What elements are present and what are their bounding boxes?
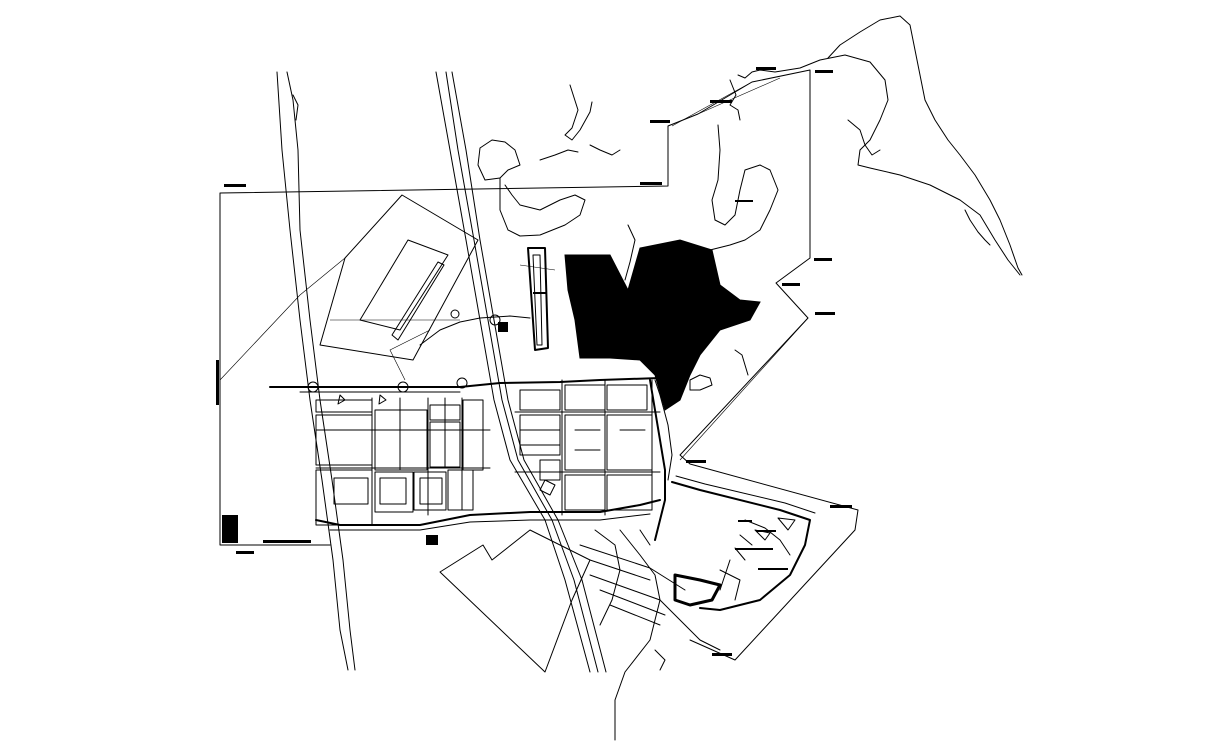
runway-outline [359, 239, 449, 341]
east-boundary [671, 77, 809, 461]
site-boundary [219, 69, 859, 661]
main-arterial [269, 377, 661, 388]
south-parcel [439, 529, 591, 673]
left-highway [276, 71, 356, 671]
south-junctions [579, 529, 721, 741]
port-area [671, 475, 816, 611]
urban-core-dense [527, 239, 761, 541]
coastline [477, 15, 1023, 391]
central-highway [435, 71, 607, 673]
plot-leaders [219, 257, 556, 381]
industrial-blocks-west [315, 394, 491, 526]
south-ring-road [315, 499, 661, 526]
industrial-blocks-east [514, 379, 661, 516]
interchanges [307, 309, 556, 496]
airport-parcel [319, 194, 479, 361]
annotation-tags [216, 67, 852, 656]
